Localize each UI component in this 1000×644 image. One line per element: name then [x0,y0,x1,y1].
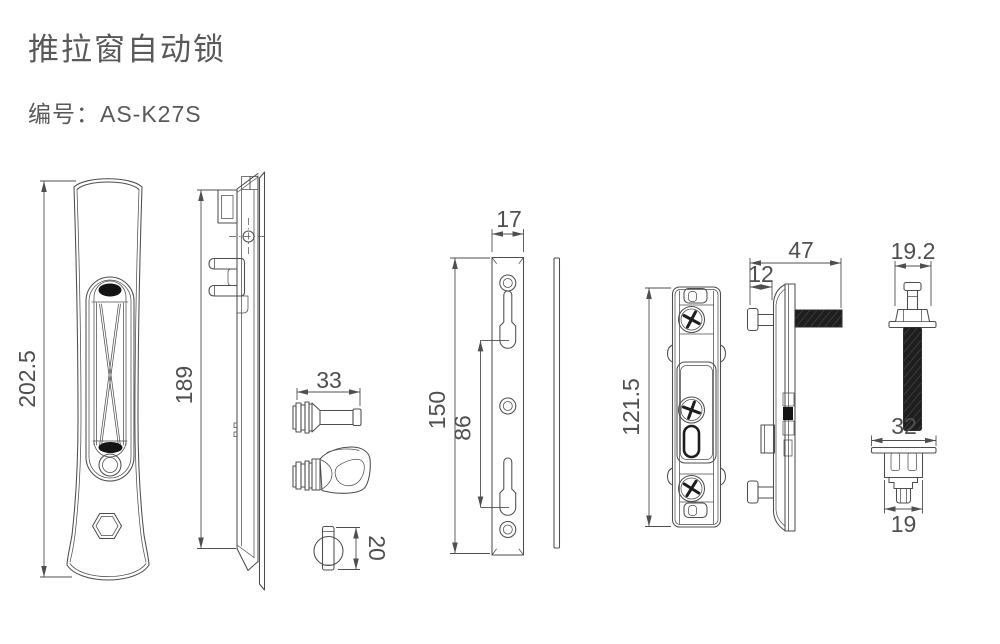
lock-front-view: 202.5 [14,178,150,581]
dim-keeper-height: 121.5 [618,287,671,527]
screw-top [677,305,706,334]
dim-knob-length: 33 [296,367,361,406]
strike-plate-front-view: 17 150 86 [424,206,525,556]
dim-label-pin-height: 20 [364,535,390,561]
dim-label-lock-front-height: 202.5 [14,350,40,408]
end-cap-view: 32 19 [870,413,937,537]
page-title: 推拉窗自动锁 [28,32,226,67]
lock-side-view: 189 [171,171,268,591]
dim-lock-front-height: 202.5 [14,180,76,578]
screw-middle [677,396,706,424]
dim-label-strike-plate-slot-spacing: 86 [450,415,476,441]
dim-strike-plate-slot-spacing: 86 [450,339,509,508]
dim-label-keeper-height: 121.5 [618,378,644,436]
dim-label-end-cap-body-width: 19 [891,511,917,537]
strike-plate-side-view [553,257,561,549]
product-code: 编号：AS-K27S [28,101,202,127]
locking-knob-view: 33 [292,367,362,434]
keeper-front-view: 121.5 [618,286,727,528]
dim-label-strike-plate-height: 150 [424,391,450,429]
dim-end-cap-flange-width: 32 [871,413,937,446]
dim-lock-side-height: 189 [171,189,236,549]
screw-bottom [677,474,706,503]
adjustment-bolt-view: 19.2 [888,238,937,431]
dim-label-keeper-offset: 12 [748,261,774,287]
roller-pin-view: 20 [313,525,390,571]
dim-pin-height: 20 [336,527,390,570]
dim-label-end-cap-flange-width: 32 [891,413,917,439]
dim-keeper-offset: 12 [748,261,774,300]
dim-strike-plate-width: 17 [491,206,524,252]
drawing-header: 推拉窗自动锁 编号：AS-K27S [28,24,226,129]
dim-label-knob-length: 33 [316,367,342,393]
keeper-side-view: 47 12 [746,237,843,532]
dim-bolt-head-width: 19.2 [891,238,936,306]
dim-label-lock-side-height: 189 [171,366,197,404]
dim-strike-plate-height: 150 [424,257,490,554]
dim-keeper-depth: 47 [749,237,842,308]
dim-end-cap-body-width: 19 [884,480,923,537]
dim-label-bolt-head-width: 19.2 [891,238,936,264]
wing-knob-view [292,446,371,494]
dim-label-keeper-depth: 47 [788,237,814,263]
dim-label-strike-plate-width: 17 [496,206,522,232]
